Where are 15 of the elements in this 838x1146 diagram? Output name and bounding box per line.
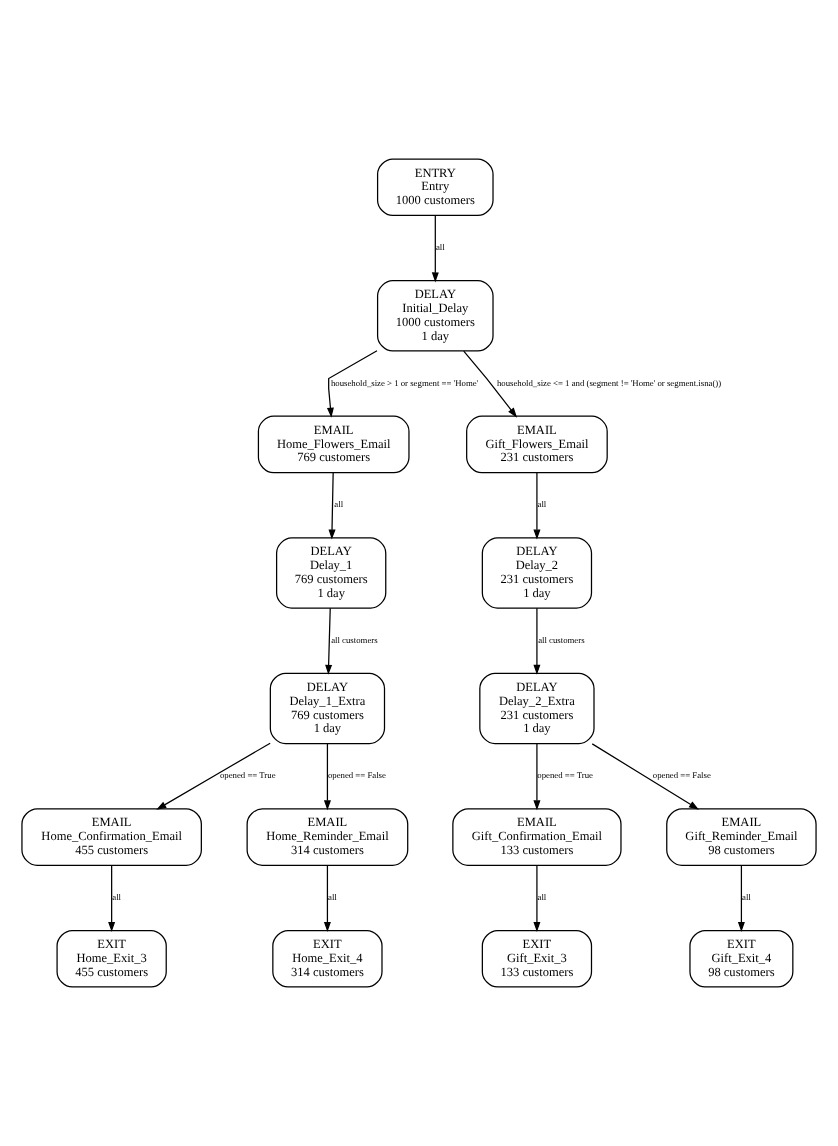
- arrow: [323, 864, 331, 933]
- arrow: [533, 607, 541, 675]
- arrow: [591, 743, 699, 810]
- arrow: [463, 350, 518, 418]
- arrow: [533, 472, 541, 540]
- arrow: [326, 350, 378, 418]
- arrow: [328, 472, 336, 540]
- arrow: [533, 743, 541, 811]
- arrow: [431, 215, 439, 283]
- arrow: [325, 607, 333, 675]
- arrow: [533, 864, 541, 933]
- arrow: [323, 743, 331, 811]
- arrow: [108, 864, 116, 933]
- arrow: [156, 742, 271, 810]
- arrow: [737, 864, 745, 933]
